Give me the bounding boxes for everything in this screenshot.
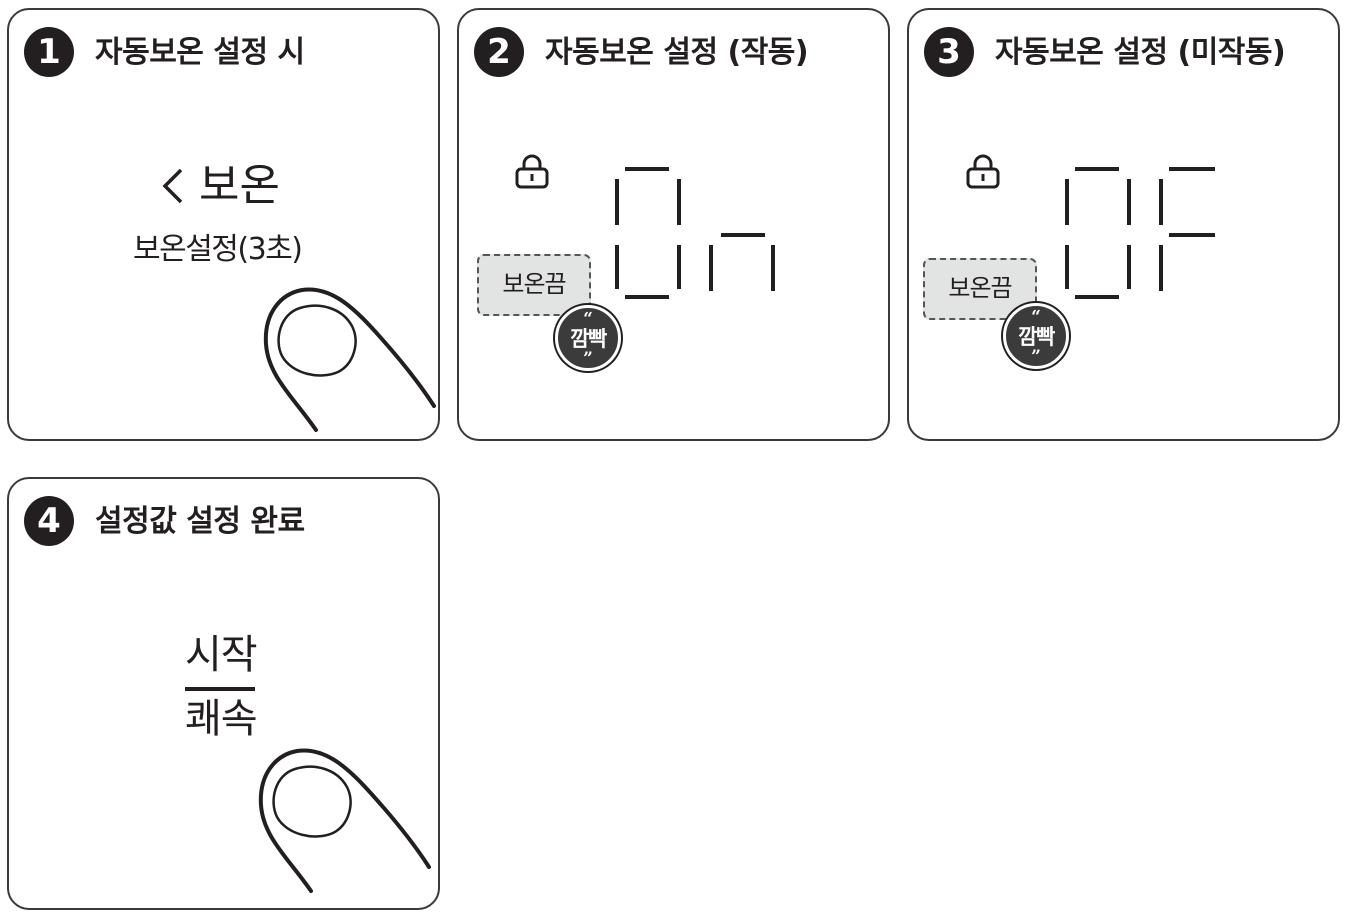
step-title: 자동보온 설정 (작동) [545, 35, 809, 70]
step-panel-4: 4 설정값 설정 완료 시작 쾌속 [7, 477, 440, 910]
blink-open-quote: “ [583, 309, 593, 329]
step-number: 1 [24, 27, 74, 77]
lock-icon [966, 154, 1000, 189]
blink-close-quote: ” [583, 349, 593, 369]
chevron-left-icon [162, 168, 183, 204]
display-main-text: 보온 [199, 160, 280, 211]
blink-badge: “ 깜빡 ” [1003, 303, 1069, 369]
step-number: 3 [924, 27, 974, 77]
step-panel-1: 1 자동보온 설정 시 보온 보온설정(3초) [7, 8, 440, 441]
finger-press-icon [258, 748, 431, 893]
button-divider [185, 687, 255, 691]
keep-warm-off-label: 보온끔 [477, 254, 591, 316]
display-sub-text: 보온설정(3초) [133, 232, 303, 267]
blink-open-quote: “ [1031, 307, 1041, 327]
start-button-label: 시작 [185, 632, 258, 678]
step-title: 설정값 설정 완료 [95, 504, 305, 539]
blink-text: 깜빡 [570, 327, 607, 351]
step-panel-3: 3 자동보온 설정 (미작동) 보온끔 “ 깜빡 ” [907, 8, 1340, 441]
segment-display-on [615, 167, 775, 299]
quick-cook-button-label: 쾌속 [185, 696, 258, 742]
step-title: 자동보온 설정 시 [95, 35, 305, 70]
step-panel-2: 2 자동보온 설정 (작동) 보온끔 “ 깜빡 ” [457, 8, 890, 441]
blink-badge: “ 깜빡 ” [555, 305, 621, 371]
step-number: 2 [474, 27, 524, 77]
lock-icon [515, 154, 549, 189]
blink-text: 깜빡 [1018, 325, 1055, 349]
step-title: 자동보온 설정 (미작동) [995, 35, 1286, 70]
finger-press-icon [263, 287, 436, 432]
step-number: 4 [24, 496, 74, 546]
segment-display-of [1065, 167, 1215, 299]
blink-close-quote: ” [1031, 347, 1041, 367]
